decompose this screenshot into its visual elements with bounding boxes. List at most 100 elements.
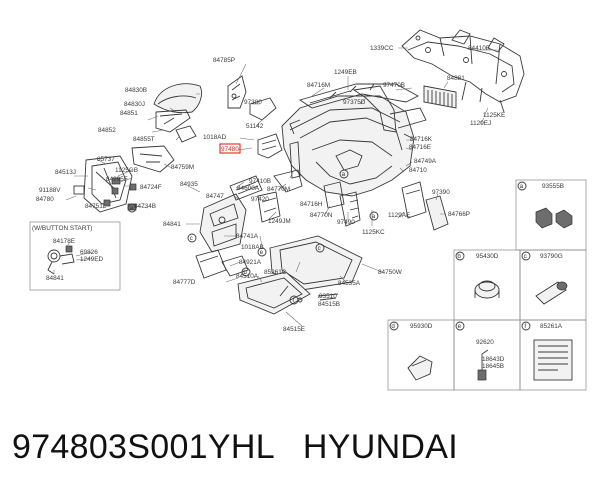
label-97390: 97390 (432, 189, 450, 196)
label-84751L: 84751L (85, 203, 107, 210)
label-93510: 93510 (319, 293, 337, 300)
label-84770M: 84770M (267, 186, 290, 193)
svg-text:f: f (292, 297, 294, 304)
label-84841-start: 84841 (46, 275, 64, 282)
duct-center (352, 85, 427, 133)
audio-unit-bracket (257, 191, 281, 223)
label-84855T: 84855T (133, 136, 155, 143)
start-button-parts (47, 245, 75, 275)
label-84780: 84780 (36, 196, 54, 203)
label-84410E: 84410E (468, 45, 490, 52)
label-84515E: 84515E (283, 326, 305, 333)
label-84295F: 84295F (106, 176, 128, 183)
detail-a-label: 93555B (542, 183, 564, 190)
label-85261C: 85261C (264, 269, 287, 276)
label-84178E: 84178E (53, 238, 75, 245)
label-91188V: 91188V (39, 187, 61, 194)
svg-text:b: b (457, 253, 461, 260)
small-clip-parts (73, 177, 137, 211)
label-1125KC: 1125KC (362, 229, 385, 236)
label-84841: 84841 (163, 221, 181, 228)
detail-e-label-2: 18643D (482, 356, 505, 363)
detail-c-fastener (535, 281, 568, 305)
svg-text:e: e (458, 323, 462, 330)
label-97380: 97380 (244, 99, 262, 106)
detail-boxes (387, 179, 587, 391)
label-97375D: 97375D (343, 99, 366, 106)
upper-bracket (227, 75, 247, 109)
label-84734B: 84734B (134, 203, 156, 210)
leader-lines (53, 47, 500, 327)
detail-e-label-1: 92620 (476, 339, 494, 346)
label-84830B: 84830B (125, 87, 147, 94)
dashboard-parts-diagram: c c a b e a a f a b c d e f 97480 1339CC… (29, 29, 587, 391)
detail-a-clip (535, 207, 573, 229)
side-vent-left (257, 133, 283, 159)
detail-d-sensor (407, 355, 433, 381)
button-start-frame (29, 221, 121, 291)
detail-e-lamp (477, 349, 489, 381)
label-1249ED: 1249ED (80, 256, 103, 263)
duct-left-small (249, 97, 277, 121)
label-84749A: 84749A (414, 158, 437, 165)
label-1129AE: 1129AE (388, 212, 410, 219)
svg-text:a: a (130, 205, 134, 212)
detail-c-label: 93790G (540, 253, 563, 260)
detail-b-bushing (474, 280, 500, 299)
detail-d-label: 95930D (410, 323, 433, 330)
lower-center-panel (221, 255, 249, 277)
callout-labels: 1339CC 84410E 84785P 1249EB 84830B 84716… (32, 45, 505, 333)
lower-console-piece (195, 249, 227, 279)
label-97410B: 97410B (249, 178, 271, 185)
label-84716E: 84716E (409, 144, 431, 151)
label-1339CC: 1339CC (370, 45, 394, 52)
svg-text:b: b (243, 269, 247, 276)
label-1018AD: 1018AD (203, 134, 226, 141)
center-air-vent (229, 175, 263, 201)
svg-text:a: a (520, 183, 524, 190)
label-84766P: 84766P (448, 211, 470, 218)
center-fascia-panel (199, 193, 247, 253)
svg-text:d: d (391, 323, 395, 330)
label-84830J: 84830J (124, 101, 145, 108)
caption-brand: HYUNDAI (302, 428, 459, 466)
part-caption: 974803S001YHL HYUNDAI (12, 428, 458, 467)
label-84741A: 84741A (236, 233, 259, 240)
glove-box-side-bracket (401, 181, 427, 219)
label-84600A: 84600A (237, 185, 260, 192)
defrost-nozzle (298, 83, 419, 109)
svg-text:c: c (190, 235, 193, 242)
label-84851: 84851 (120, 110, 138, 117)
label-84852: 84852 (98, 127, 116, 134)
detail-b-label: 95430D (476, 253, 499, 260)
label-85737: 85737 (97, 156, 115, 163)
label-84724F: 84724F (140, 184, 162, 191)
detail-box-labels: 93555B 95430D 93790G 95930D 92620 18643D… (410, 183, 564, 370)
label-84747: 84747 (206, 193, 224, 200)
speaker-grille (423, 85, 457, 109)
label-84710: 84710 (409, 167, 427, 174)
svg-text:a: a (372, 213, 376, 220)
svg-text:a: a (342, 171, 346, 178)
label-1018AB: 1018AB (241, 244, 264, 251)
label-84935: 84935 (180, 181, 198, 188)
detail-f-label-text: 85261A (540, 323, 563, 330)
label-84535A: 84535A (338, 280, 361, 287)
label-1125GB: 1125GB (115, 167, 138, 174)
label-1125KE: 1125KE (483, 112, 505, 119)
label-84759M: 84759M (171, 164, 194, 171)
label-84510A: 84510A (236, 273, 259, 280)
label-97420: 97420 (251, 196, 269, 203)
label-97480-highlighted: 97480 (221, 146, 239, 153)
cluster-fascia (155, 109, 191, 133)
label-84515B: 84515B (318, 301, 340, 308)
label-84777D: 84777D (173, 279, 196, 286)
main-crash-pad (281, 95, 415, 197)
label-w-button-start: (W/BUTTON START) (32, 225, 92, 232)
detail-f-label (533, 339, 573, 381)
label-84881: 84881 (447, 75, 465, 82)
label-1129EJ: 1129EJ (470, 120, 491, 127)
label-84750W: 84750W (378, 269, 403, 276)
label-84921A: 84921A (239, 259, 262, 266)
label-1249EB: 1249EB (334, 69, 357, 76)
